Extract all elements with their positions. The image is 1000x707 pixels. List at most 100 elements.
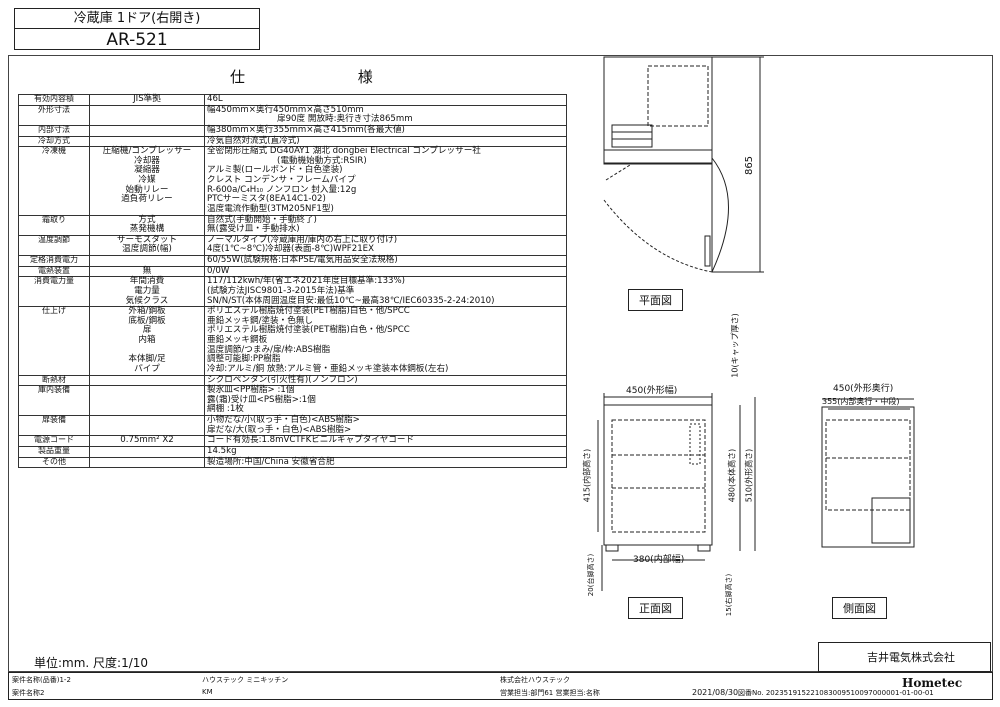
spec-value-line: シクロペンタン(引火性有)(ノンフロン) — [207, 374, 358, 385]
spec-value-line: 全密閉形圧縮式 DG40AY1 湖北 dongbei Electrical コン… — [207, 146, 481, 157]
spec-label: 温度調節 — [18, 234, 90, 257]
spec-value-line: ポリエステル樹脂焼付塗装(PET樹脂)白色・他/SPCC — [207, 306, 410, 317]
spec-sub: 年間消費電力量気候クラス — [89, 276, 205, 308]
spec-sub-label: 外箱/鋼板 — [128, 306, 166, 317]
spec-value-line: 製氷皿<PP樹脂> :1個 — [207, 385, 295, 396]
spec-sub-label: サーモスタット — [116, 234, 178, 245]
spec-sub: 外箱/鋼板底板/鋼板扉内箱 本体脚/足パイプ — [89, 306, 205, 376]
spec-row: 扉装備 小物だな/小(取っ手・白色)<ABS樹脂>扉だな/大(取っ手・白色)<A… — [18, 414, 567, 437]
spec-value-line: 14.5kg — [207, 445, 237, 456]
footer-left1: 案件名称(品番)1-2 — [12, 676, 71, 684]
spec-sub-label: 底板/鋼板 — [128, 315, 166, 326]
footer-mid1: ハウステック ミニキッチン — [202, 676, 289, 684]
spec-value-line: PTCサーミスタ(8EA14C1-02) — [207, 194, 326, 205]
dim-front-width: 450(外形幅) — [626, 386, 678, 396]
spec-sub-label: 気候クラス — [125, 295, 169, 306]
spec-value-line: 117/112kwh/年(省エネ2021年度目標基準:133%) — [207, 276, 406, 287]
spec-sub-label: 温度調節(幅) — [122, 244, 172, 255]
footer-date: 2021/08/30 — [692, 688, 739, 697]
dim-front-height-inner: 415(内部高さ) — [582, 448, 592, 503]
spec-value-line: ノーマルタイプ(冷蔵庫用/庫内の右上に取り付け) — [207, 234, 398, 245]
spec-value-line: 無(露受け皿・手動排水) — [207, 224, 300, 235]
spec-value-line: ポリエステル樹脂焼付塗装(PET樹脂)白色・他/SPCC — [207, 325, 410, 336]
dim-side-outer: 450(外形奥行) — [833, 384, 894, 394]
front-view-label: 正面図 — [628, 597, 683, 619]
spec-sub-label: 電力量 — [134, 285, 160, 296]
scale-note: 単位:mm. 尺度:1/10 — [34, 656, 149, 670]
spec-value-line: 幅380mm×奥行355mm×高さ415mm(各最大値) — [207, 124, 405, 135]
dim-front-inner-width: 380(内部幅) — [633, 555, 685, 565]
spec-value: ノーマルタイプ(冷蔵庫用/庫内の右上に取り付け)4度(1℃~8℃)冷却器(表面-… — [204, 234, 567, 257]
dim-front-15: 15(右脚高さ) — [725, 573, 734, 617]
dim-side-inner: 355(内部奥行・中段) — [822, 397, 900, 406]
spec-value-line: (試験方法JISC9801-3-2015年法)基準 — [207, 285, 355, 296]
spec-sub-label: パイプ — [134, 363, 160, 374]
spec-value-line: (電動機始動方式:RSIR) — [277, 155, 367, 166]
company-block: 吉井電気株式会社 — [818, 642, 991, 672]
plan-view-drawing — [603, 56, 764, 273]
footer-right1: 株式会社ハウステック — [500, 676, 570, 684]
spec-title: 仕 様 — [230, 68, 427, 86]
spec-value-line: 亜鉛メッキ鋼/塗装・色無し — [207, 315, 314, 326]
spec-value-line: 46L — [207, 94, 223, 104]
plan-view-label: 平面図 — [628, 289, 683, 311]
spec-value-line: 製造場所:中国/China 安徽省合肥 — [207, 456, 335, 467]
side-view-drawing — [821, 398, 915, 548]
spec-value-line: 60/55W(試験規格:日本PSE/電気用品安全法規格) — [207, 255, 398, 265]
spec-value-line: 網棚 :1枚 — [207, 404, 244, 415]
spec-row: 仕上げ外箱/鋼板底板/鋼板扉内箱 本体脚/足パイプポリエステル樹脂焼付塗装(PE… — [18, 306, 567, 376]
spec-row: 冷凍機圧縮機/コンプレッサー冷却器凝縮器冷媒始動リレー過負荷リレー全密閉形圧縮式… — [18, 146, 567, 216]
spec-value-line: 自然式(手動開始・手動終了) — [207, 214, 317, 225]
spec-sub-label: 圧縮機/コンプレッサー — [102, 146, 192, 157]
spec-sub-label: 内箱 — [138, 335, 156, 345]
footer-mid2: KM — [202, 688, 213, 696]
spec-value-line: 温度調節/つまみ/扉/枠:ABS樹脂 — [207, 344, 331, 355]
dim-front-480: 480(本体高さ) — [727, 448, 737, 503]
company-name: 吉井電気株式会社 — [867, 651, 955, 664]
spec-value-line: アルミ製(ロールボンド・白色塗装) — [207, 165, 343, 176]
spec-value-line: 扉90度 開放時:奥行き寸法865mm — [277, 114, 413, 125]
footer-block — [8, 672, 993, 700]
brand-logo: Hometec — [902, 676, 963, 690]
spec-value-line: 調整可能脚:PP樹脂 — [207, 354, 281, 365]
dim-front-cap: 10(キャップ厚さ) — [730, 313, 740, 378]
spec-value-line: 小物だな/小(取っ手・白色)<ABS樹脂> — [207, 415, 360, 425]
spec-value-line: 亜鉛メッキ鋼板 — [207, 335, 268, 345]
footer-right2: 営業担当:部門61 営業担当:名称 — [500, 689, 600, 697]
spec-sub-label: 冷却器 — [134, 155, 160, 166]
spec-sub-label: 本体脚/足 — [128, 354, 166, 365]
dim-front-510: 510(外形高さ) — [744, 448, 754, 503]
spec-sub-label: 凝縮器 — [134, 165, 160, 176]
spec-value-line: R-600a/C₄H₁₀ ノンフロン 封入量:12g — [207, 184, 357, 195]
spec-label: 仕上げ — [18, 306, 90, 376]
spec-value-line: 冷気自然対流式(直冷式) — [207, 135, 300, 146]
spec-value-line: 4度(1℃~8℃)冷却器(表面-8℃)WPF21EX — [207, 244, 374, 255]
category-title: 冷蔵庫 1ドア(右開き) — [14, 8, 260, 28]
drawing-frame — [8, 55, 993, 672]
spec-sub-label: 無 — [142, 265, 152, 276]
spec-value-line: 幅450mm×奥行450mm×高さ510mm — [207, 104, 364, 115]
spec-row: 内部寸法 幅380mm×奥行355mm×高さ415mm(各最大値) — [18, 124, 567, 137]
spec-value: 全密閉形圧縮式 DG40AY1 湖北 dongbei Electrical コン… — [204, 146, 567, 216]
spec-sub-label: 始動リレー — [125, 184, 169, 195]
footer-docno: 図番No. 202351915221083009510097000001-01-… — [738, 689, 934, 697]
spec-sub: サーモスタット温度調節(幅) — [89, 234, 205, 257]
spec-sub-label: JIS準拠 — [133, 94, 161, 104]
spec-label: 扉装備 — [18, 414, 90, 437]
spec-value: 幅380mm×奥行355mm×高さ415mm(各最大値) — [204, 124, 567, 137]
dim-front-20: 20(台脚高さ) — [587, 553, 596, 597]
side-view-label: 側面図 — [832, 597, 887, 619]
spec-value: 製造場所:中国/China 安徽省合肥 — [204, 456, 567, 469]
spec-sub-label: 蒸発機構 — [129, 224, 165, 235]
spec-sub-label: 年間消費 — [129, 276, 165, 287]
spec-value-line: SN/N/ST(本体周囲温度目安:最低10℃~最高38℃/IEC60335-2-… — [207, 295, 495, 306]
spec-value-line: クレスト コンデンサ・フレームパイプ — [207, 175, 356, 185]
spec-sub-label: 0.75mm² X2 — [120, 435, 174, 446]
dim-depth-open: 865 — [744, 155, 756, 176]
spec-label: 消費電力量 — [18, 276, 90, 308]
